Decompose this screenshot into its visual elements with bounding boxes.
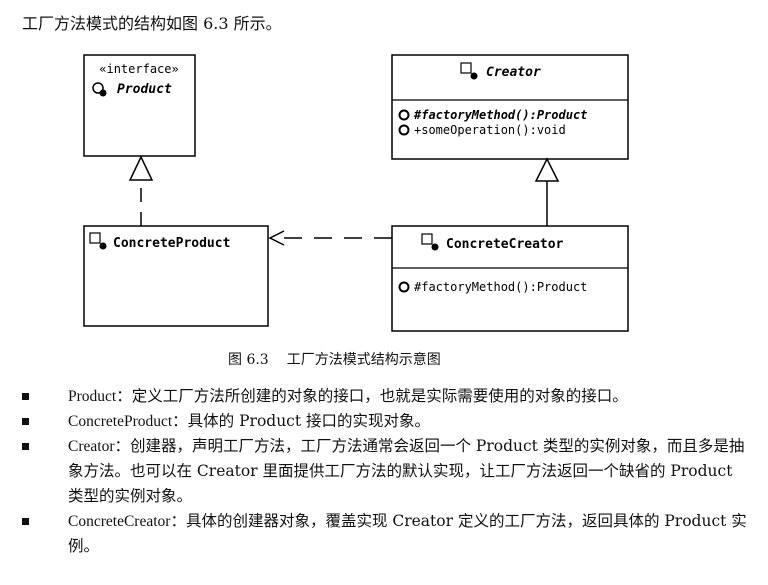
inheritance-arrow	[534, 157, 560, 226]
figure-caption: 图 6.3 工厂方法模式结构示意图	[228, 349, 441, 369]
uml-class-diagram: «interface» Product Creator #factoryMeth…	[83, 54, 629, 332]
list-text: ：创建器，声明工厂方法，工厂方法通常会返回一个 Product 类型的实例对象，…	[68, 437, 745, 505]
list-item: Product：定义工厂方法所创建的对象的接口，也就是实际需要使用的对象的接口。	[18, 384, 748, 409]
concrete-product-class-box: ConcreteProduct	[83, 225, 269, 327]
product-class-box: «interface» Product	[83, 54, 196, 157]
protected-method-icon	[398, 281, 410, 293]
bullet-square-icon	[22, 393, 29, 400]
description-list: Product：定义工厂方法所创建的对象的接口，也就是实际需要使用的对象的接口。…	[18, 384, 748, 559]
class-icon	[460, 62, 478, 80]
concrete-creator-name: ConcreteCreator	[446, 237, 564, 252]
dependency-arrow	[268, 230, 392, 246]
interface-icon	[92, 82, 107, 97]
product-name: Product	[117, 82, 172, 97]
product-stereotype: «interface»	[99, 62, 178, 76]
bullet-square-icon	[22, 443, 29, 450]
protected-method-icon	[398, 109, 410, 121]
concrete-creator-op-factory: #factoryMethod():Product	[414, 280, 587, 294]
list-text: ：具体的 Product 接口的实现对象。	[172, 412, 431, 430]
list-text: ：定义工厂方法所创建的对象的接口，也就是实际需要使用的对象的接口。	[116, 387, 628, 405]
list-text: ：具体的创建器对象，覆盖实现 Creator 定义的工厂方法，返回具体的 Pro…	[68, 512, 747, 555]
intro-text: 工厂方法模式的结构如图 6.3 所示。	[22, 14, 282, 33]
public-method-icon	[398, 124, 410, 136]
concrete-creator-class-box: ConcreteCreator #factoryMethod():Product	[391, 225, 629, 332]
figure-title: 工厂方法模式结构示意图	[286, 352, 441, 368]
list-item: Creator：创建器，声明工厂方法，工厂方法通常会返回一个 Product 类…	[18, 434, 748, 509]
creator-op-factory: #factoryMethod():Product	[413, 108, 587, 122]
creator-name: Creator	[486, 65, 541, 80]
class-icon	[89, 232, 107, 250]
creator-class-box: Creator #factoryMethod():Product +someOp…	[391, 54, 629, 160]
list-term: Creator	[68, 438, 115, 455]
class-icon	[421, 233, 439, 251]
list-item: ConcreteProduct：具体的 Product 接口的实现对象。	[18, 409, 748, 434]
concrete-product-name: ConcreteProduct	[113, 236, 230, 251]
figure-number: 图 6.3	[228, 352, 269, 368]
creator-op-some: +someOperation():void	[414, 123, 566, 137]
list-item: ConcreteCreator：具体的创建器对象，覆盖实现 Creator 定义…	[18, 509, 748, 559]
list-term: ConcreteCreator	[68, 513, 171, 530]
bullet-square-icon	[22, 518, 29, 525]
list-term: ConcreteProduct	[68, 413, 173, 430]
list-term: Product	[68, 388, 117, 405]
realization-arrow	[128, 155, 154, 226]
bullet-square-icon	[22, 418, 29, 425]
